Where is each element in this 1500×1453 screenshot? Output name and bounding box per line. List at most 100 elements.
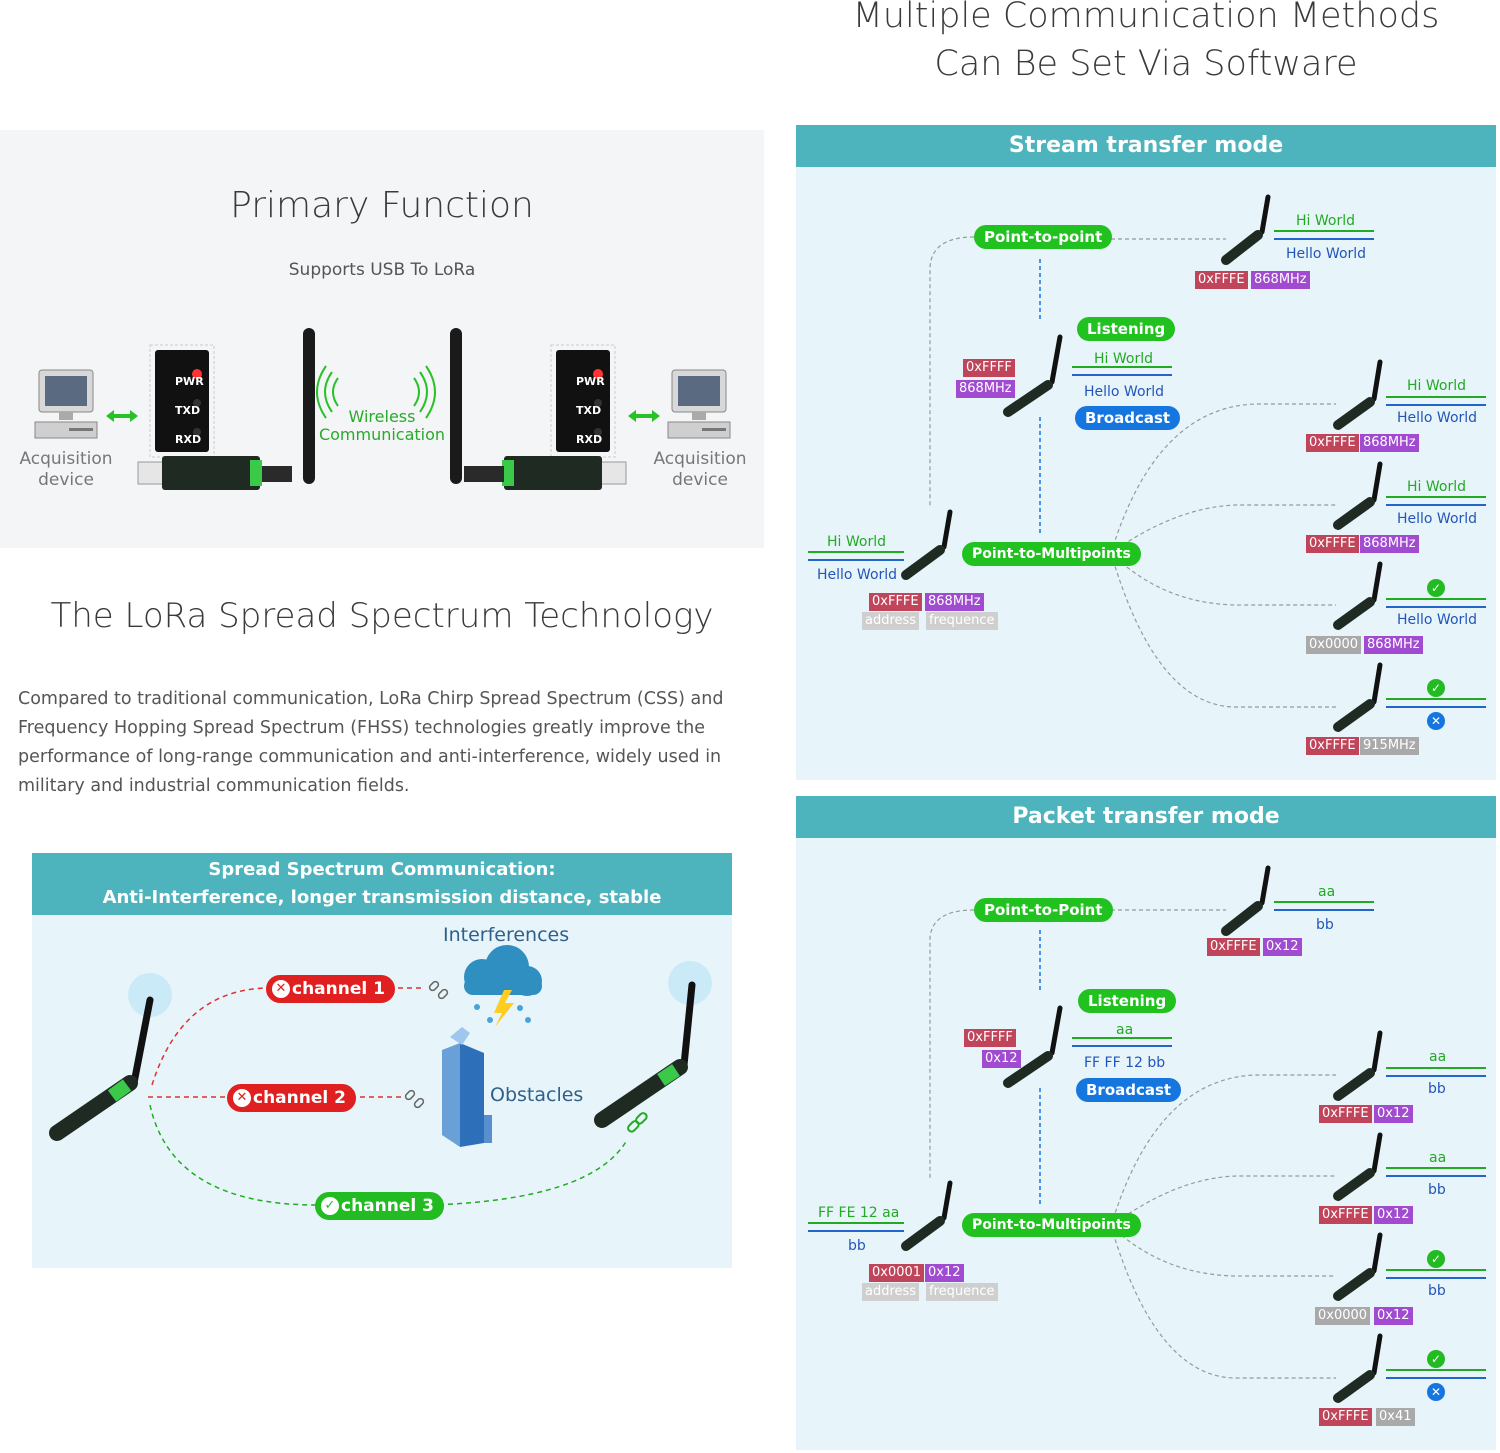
address-tag: 0xFFFE bbox=[1319, 1206, 1372, 1224]
channel-3-label: channel 3 bbox=[341, 1196, 434, 1216]
listening-pill: Listening bbox=[1077, 317, 1176, 341]
frequency-tag: 868MHz bbox=[925, 593, 984, 611]
address-tag: 0x0000 bbox=[1315, 1307, 1371, 1325]
link-icon bbox=[627, 1112, 648, 1133]
double-arrow-icon bbox=[106, 410, 660, 422]
x-icon: ✕ bbox=[272, 980, 290, 998]
msg-bb: bb bbox=[1428, 1283, 1446, 1299]
primary-function-title: Primary Function bbox=[230, 185, 534, 226]
broken-link-icon bbox=[428, 980, 449, 1000]
point-to-point-pill: Point-to-point bbox=[974, 225, 1113, 249]
channel-2-badge: ✕channel 2 bbox=[227, 1084, 356, 1112]
msg-aa: aa bbox=[1429, 1150, 1447, 1166]
msg-hello: Hello World bbox=[817, 567, 898, 583]
lora-title: The LoRa Spread Spectrum Technology bbox=[50, 596, 714, 636]
stream-diagram bbox=[808, 194, 1486, 732]
paragraph-line: performance of long-range communication … bbox=[18, 747, 722, 767]
address-label: address bbox=[862, 612, 920, 630]
msg-bb: bb bbox=[1316, 917, 1334, 933]
wireless-wave-icon bbox=[316, 365, 436, 419]
led-label-txd: TXD bbox=[175, 404, 201, 417]
frequence-label: frequence bbox=[926, 1283, 998, 1301]
msg-aa: aa bbox=[1318, 884, 1336, 900]
spread-header-line1: Spread Spectrum Communication: bbox=[208, 859, 556, 880]
led-label-rxd: RXD bbox=[175, 433, 202, 446]
address-tag: 0xFFFE bbox=[1306, 535, 1359, 553]
broadcast-pill: Broadcast bbox=[1075, 406, 1181, 430]
packet-diagram bbox=[808, 865, 1486, 1403]
wireless-label: Wireless Communication bbox=[318, 407, 446, 444]
packet-header: Packet transfer mode bbox=[796, 796, 1496, 838]
address-tag: 0xFFFE bbox=[869, 593, 922, 611]
listening-pill: Listening bbox=[1078, 989, 1177, 1013]
channel-1-label: channel 1 bbox=[292, 979, 385, 999]
address-tag: 0x0001 bbox=[869, 1264, 925, 1282]
address-tag: 0xFFFF bbox=[963, 359, 1015, 377]
spread-diagram bbox=[49, 945, 712, 1206]
check-icon: ✓ bbox=[1427, 1350, 1445, 1368]
msg-hi: Hi World bbox=[827, 534, 886, 550]
msg-fe-aa: FF FE 12 aa bbox=[818, 1205, 900, 1221]
msg-hello: Hello World bbox=[1397, 511, 1478, 527]
frequency-tag: 868MHz bbox=[956, 380, 1015, 398]
computer-icon bbox=[34, 369, 98, 439]
channel-tag: 0x12 bbox=[1374, 1206, 1413, 1224]
address-tag: 0xFFFE bbox=[1195, 271, 1248, 289]
led-label-pwr: PWR bbox=[175, 375, 204, 388]
channel-tag: 0x12 bbox=[1263, 938, 1302, 956]
check-icon: ✓ bbox=[321, 1197, 339, 1215]
x-icon: ✕ bbox=[1427, 1383, 1445, 1401]
address-tag: 0xFFFE bbox=[1207, 938, 1260, 956]
msg-bb: bb bbox=[1428, 1182, 1446, 1198]
storm-cloud-icon bbox=[464, 945, 542, 1027]
channel-tag: 0x12 bbox=[1374, 1307, 1413, 1325]
channel-3-badge: ✓channel 3 bbox=[315, 1192, 444, 1220]
computer-icon bbox=[667, 369, 731, 439]
address-tag: 0xFFFE bbox=[1319, 1408, 1372, 1426]
msg-hi: Hi World bbox=[1296, 213, 1355, 229]
methods-title: Multiple Communication Methods Can Be Se… bbox=[796, 0, 1496, 88]
paragraph-line: Compared to traditional communication, L… bbox=[18, 689, 724, 709]
channel-tag: 0x12 bbox=[982, 1050, 1021, 1068]
obstacles-label: Obstacles bbox=[490, 1084, 584, 1106]
point-to-multipoints-pill: Point-to-Multipoints bbox=[962, 542, 1141, 566]
address-tag: 0x0000 bbox=[1306, 636, 1362, 654]
frequency-tag: 868MHz bbox=[1364, 636, 1423, 654]
msg-hi: Hi World bbox=[1094, 351, 1153, 367]
msg-hello: Hello World bbox=[1084, 384, 1165, 400]
msg-hello: Hello World bbox=[1397, 612, 1478, 628]
usb-lora-illustration bbox=[34, 328, 731, 490]
lora-dongle-icon bbox=[941, 865, 1383, 1376]
broken-link-icon bbox=[404, 1089, 425, 1109]
frequency-tag: 868MHz bbox=[1360, 535, 1419, 553]
msg-bb: bb bbox=[848, 1238, 866, 1254]
point-to-point-pill: Point-to-Point bbox=[974, 898, 1113, 922]
led-label-txd: TXD bbox=[576, 404, 602, 417]
methods-title-line2: Can Be Set Via Software bbox=[934, 44, 1358, 84]
msg-hello: Hello World bbox=[1286, 246, 1367, 262]
frequence-label: frequence bbox=[926, 612, 998, 630]
msg-hi: Hi World bbox=[1407, 479, 1466, 495]
primary-function-subtitle: Supports USB To LoRa bbox=[288, 260, 476, 280]
primary-function-panel bbox=[0, 130, 764, 548]
msg-aa: aa bbox=[1116, 1022, 1134, 1038]
acquisition-device-right: Acquisition device bbox=[653, 449, 747, 490]
check-icon: ✓ bbox=[1427, 679, 1445, 697]
x-icon: ✕ bbox=[1427, 712, 1445, 730]
lora-paragraph: Compared to traditional communication, L… bbox=[18, 685, 758, 801]
msg-hi: Hi World bbox=[1407, 378, 1466, 394]
frequency-tag: 915MHz bbox=[1360, 737, 1419, 755]
led-label-pwr: PWR bbox=[576, 375, 605, 388]
methods-title-line1: Multiple Communication Methods bbox=[852, 0, 1440, 36]
led-labels-left: PWR TXD RXD bbox=[175, 367, 204, 454]
channel-tag: 0x41 bbox=[1376, 1408, 1415, 1426]
led-labels-right: PWR TXD RXD bbox=[576, 367, 605, 454]
check-icon: ✓ bbox=[1427, 1250, 1445, 1268]
lora-dongle-icon bbox=[594, 961, 712, 1128]
channel-tag: 0x12 bbox=[925, 1264, 964, 1282]
channel-1-badge: ✕channel 1 bbox=[266, 975, 395, 1003]
usb-lora-dongle bbox=[137, 328, 315, 490]
address-tag: 0xFFFE bbox=[1319, 1105, 1372, 1123]
stream-header: Stream transfer mode bbox=[796, 125, 1496, 167]
address-tag: 0xFFFE bbox=[1306, 737, 1359, 755]
